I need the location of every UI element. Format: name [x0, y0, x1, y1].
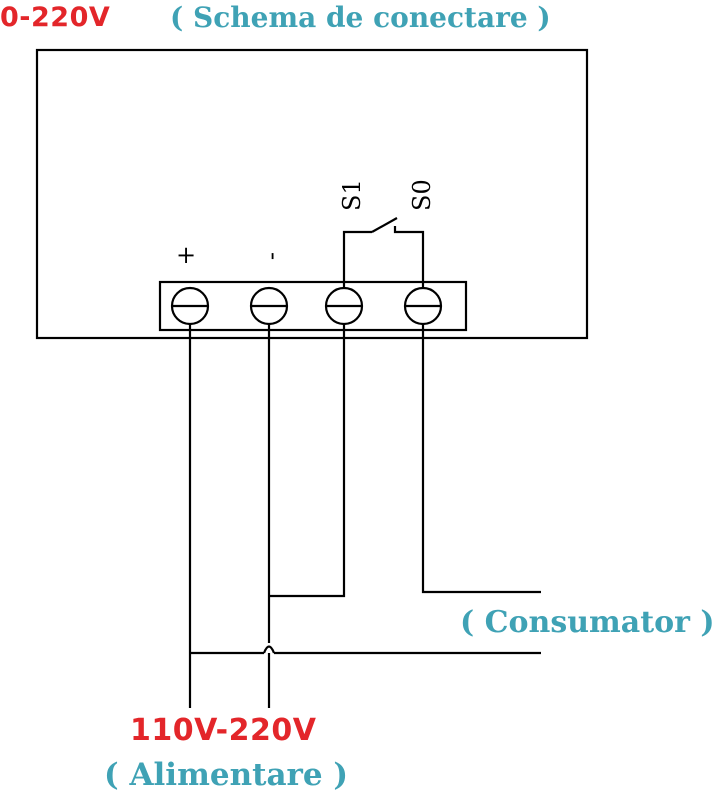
wire-s1-to-minus	[269, 324, 346, 598]
terminal-label-minus: -	[257, 252, 285, 260]
screw-terminal-s1	[324, 286, 364, 326]
terminal-label-s1: S1	[338, 179, 366, 211]
relay-switch-blade	[371, 217, 398, 233]
screw-terminal-s0	[403, 286, 443, 326]
terminal-label-s0: S0	[408, 179, 436, 211]
relay-contact-s1-side	[342, 230, 372, 288]
supply-voltage-label: 110V-220V	[130, 713, 317, 748]
terminal-label-plus: +	[176, 241, 196, 269]
terminal-block	[158, 280, 468, 332]
output-voltage-label: 0-220V	[0, 2, 111, 33]
wire-minus-jumper	[262, 645, 276, 654]
diagram-title: ( Schema de conectare )	[170, 1, 551, 34]
device-housing	[35, 48, 589, 340]
screw-terminal-plus	[170, 286, 210, 326]
screw-terminal-minus	[249, 286, 289, 326]
supply-caption: ( Alimentare )	[104, 757, 349, 793]
relay-contact-s0-side	[393, 226, 425, 288]
wire-s0-to-load	[421, 324, 541, 594]
load-caption: ( Consumator )	[460, 605, 715, 640]
